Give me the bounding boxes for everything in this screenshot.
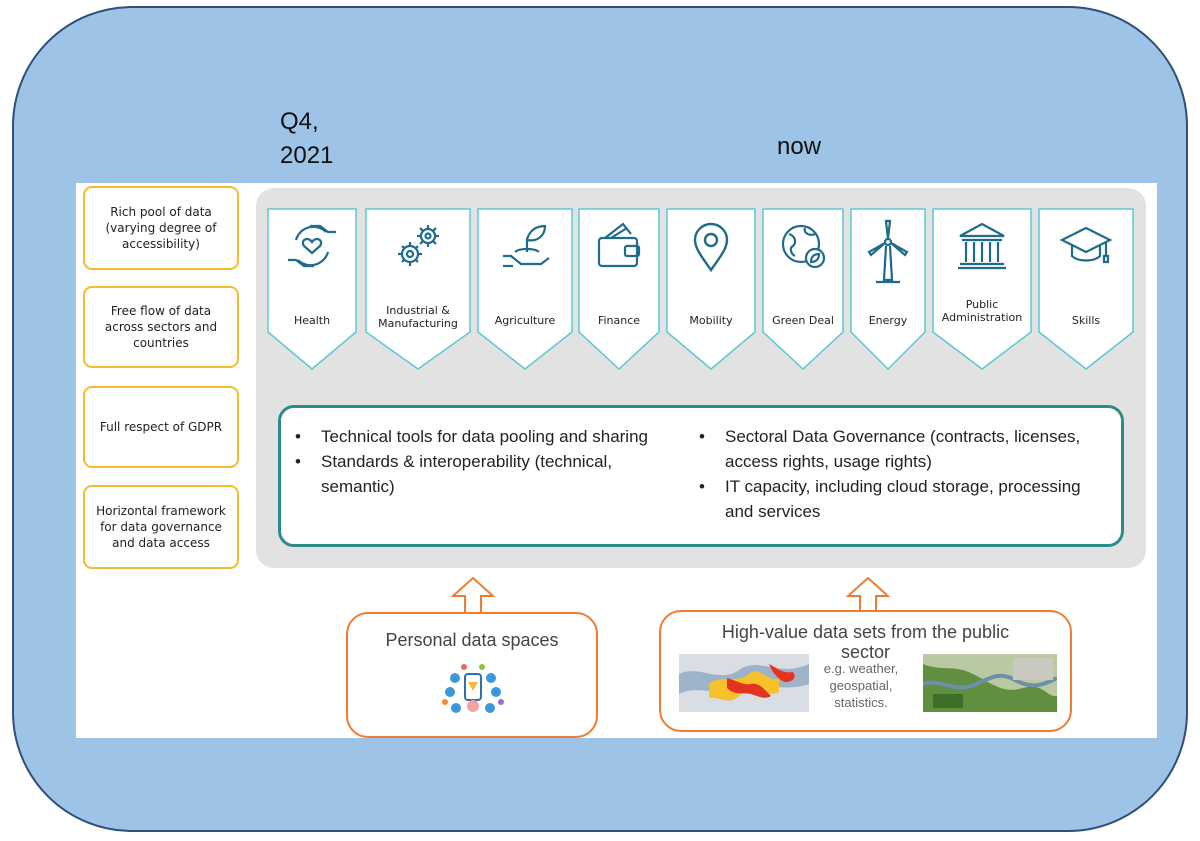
bullet-text: IT capacity, including cloud storage, pr… [725,477,1081,521]
sector-label: Public Administration [941,298,1023,324]
sector-skills: Skills [1038,208,1134,370]
wallet-icon [597,222,641,268]
bullet-text: Sectoral Data Governance (contracts, lic… [725,427,1081,471]
example-line: geospatial, [829,678,893,693]
left-box-rich-pool: Rich pool of data (varying degree of acc… [83,186,239,270]
sector-label: Green Deal [772,314,834,327]
sector-label: Industrial & Manufacturing [378,304,458,330]
sector-green-deal: Green Deal [762,208,844,370]
example-line: e.g. weather, [823,661,899,676]
wind-turbine-icon [867,219,909,284]
bullet-item: • IT capacity, including cloud storage, p… [699,474,1085,524]
sector-agriculture: Agriculture [477,208,573,370]
bullet-text: Technical tools for data pooling and sha… [321,427,648,446]
geospatial-map-image [923,654,1057,712]
bullet-dot: • [295,427,301,446]
high-value-title-cont: sector [840,642,891,662]
personal-data-network-icon [442,664,504,713]
sector-health: Health [267,208,357,370]
bullet-text: Standards & interoperability (technical,… [321,452,613,496]
example-text: e.g. weather, geospatial, statistics. [801,660,921,711]
location-pin-icon [693,222,729,273]
hand-heart-icon [288,224,336,268]
personal-data-title: Personal data spaces [385,630,559,650]
sector-finance: Finance [578,208,660,370]
q4-2021-label: Q4, 2021 [280,105,370,173]
sector-mobility: Mobility [666,208,756,370]
plant-hand-icon [503,224,550,268]
bullet-dot: • [699,477,705,496]
sector-public-administration: Public Administration [932,208,1032,370]
graduation-cap-icon [1059,226,1113,264]
q4-label-line1: Q4, [280,108,319,135]
bullet-dot: • [295,452,301,471]
sector-label: Finance [597,314,641,327]
sector-industrial-manufacturing: Industrial & Manufacturing [365,208,471,370]
gears-icon [398,225,439,266]
bullet-item: • Technical tools for data pooling and sh… [295,424,721,449]
left-box-free-flow: Free flow of data across sectors and cou… [83,286,239,368]
example-line: statistics. [834,695,888,710]
now-label: now [777,133,822,160]
bullet-dot: • [699,427,705,446]
personal-data-spaces-box: Personal data spaces [346,612,598,738]
left-box-horizontal-framework: Horizontal framework for data governance… [83,485,239,569]
globe-leaf-icon [781,224,826,269]
sector-energy: Energy [850,208,926,370]
bullet-item: • Standards & interoperability (technical… [295,449,671,499]
diagram-panel: Rich pool of data (varying degree of acc… [76,183,1157,738]
q4-label-line2: 2021 [280,142,334,169]
public-building-icon [958,222,1006,270]
sector-label: Energy [868,314,908,327]
high-value-data-box: High-value data sets from the public sec… [659,610,1072,732]
sector-label: Mobility [689,314,733,327]
bullet-item: • Sectoral Data Governance (contracts, li… [699,424,1085,474]
weather-map-image [679,654,809,712]
enablers-box: • Technical tools for data pooling and sh… [278,405,1124,547]
high-value-title: High-value data sets from the public [721,622,1010,642]
sector-label: Skills [1071,314,1101,327]
sector-label: Agriculture [494,314,556,327]
left-box-gdpr: Full respect of GDPR [83,386,239,468]
sector-label: Health [293,314,331,327]
